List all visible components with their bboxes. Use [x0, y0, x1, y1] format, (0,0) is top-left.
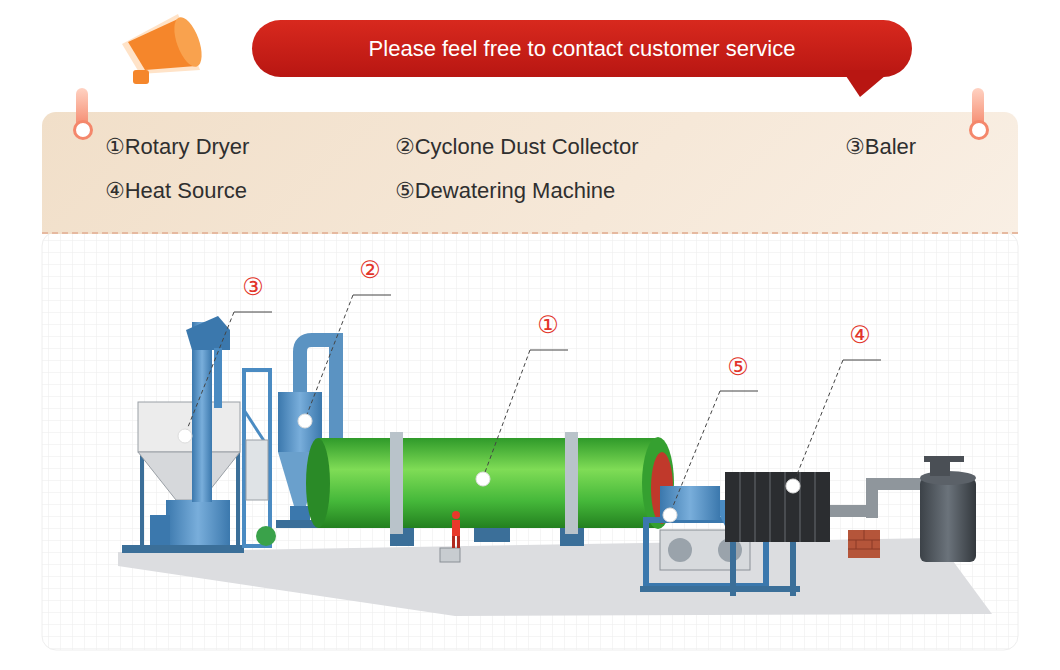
callout-dots — [178, 414, 800, 522]
cyclone-figure — [276, 340, 336, 528]
callout-number: ② — [354, 254, 386, 286]
callout-number: ⑤ — [727, 351, 749, 383]
panel-pin — [969, 120, 989, 140]
callout-number: ③ — [237, 271, 269, 303]
heat-source-figure — [725, 456, 976, 562]
callout-number: ④ — [849, 319, 871, 351]
leader-lines — [186, 295, 881, 511]
part-name: ③Baler — [845, 134, 916, 160]
baler-figure — [122, 316, 276, 553]
part-name: ①Rotary Dryer — [105, 134, 249, 160]
rotary-dryer-figure — [306, 432, 674, 562]
part-name: ②Cyclone Dust Collector — [395, 134, 638, 160]
panel-pin — [73, 120, 93, 140]
callout-number: ① — [532, 309, 564, 341]
parts-list-panel: ①Rotary Dryer ②Cyclone Dust Collector ③Bal… — [42, 112, 1018, 234]
callout-number: ⑤ — [722, 351, 754, 383]
banner-text: Please feel free to contact customer ser… — [369, 36, 796, 62]
banner-tail — [842, 70, 902, 100]
callout-number: ① — [537, 309, 559, 341]
part-name: ⑤Dewatering Machine — [395, 178, 615, 204]
callout-number: ③ — [242, 271, 264, 303]
part-name: ④Heat Source — [105, 178, 247, 204]
callout-number: ④ — [844, 319, 876, 351]
megaphone-icon — [122, 14, 207, 84]
callout-number: ② — [359, 254, 381, 286]
contact-banner: Please feel free to contact customer ser… — [252, 20, 912, 77]
